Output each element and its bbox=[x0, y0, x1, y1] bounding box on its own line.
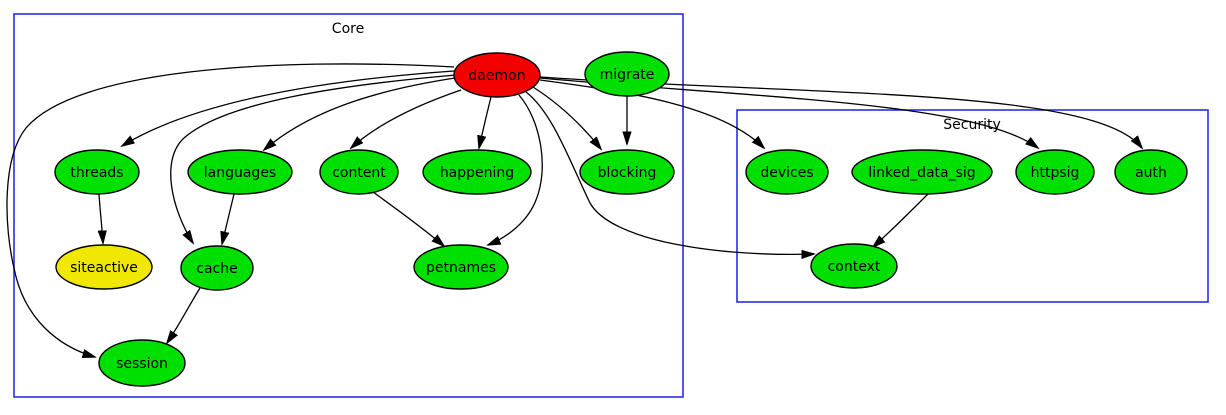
cluster-core-label: Core bbox=[332, 21, 364, 37]
node-linked_data_sig: linked_data_sig bbox=[851, 149, 993, 195]
node-daemon-label: daemon bbox=[468, 68, 525, 84]
node-cache-label: cache bbox=[196, 261, 237, 277]
node-happening-label: happening bbox=[440, 165, 514, 181]
node-daemon: daemon bbox=[453, 52, 541, 98]
node-auth: auth bbox=[1114, 149, 1188, 195]
node-content: content bbox=[319, 149, 399, 195]
node-happening-ellipse bbox=[422, 149, 532, 195]
cluster-core-border bbox=[13, 13, 684, 398]
node-context-label: context bbox=[828, 259, 881, 275]
node-migrate-ellipse bbox=[584, 51, 670, 97]
node-context-ellipse bbox=[810, 243, 898, 289]
edge-daemon-to-context bbox=[525, 91, 814, 254]
node-threads-label: threads bbox=[70, 165, 123, 181]
node-session: session bbox=[98, 339, 186, 387]
node-languages-label: languages bbox=[204, 165, 276, 181]
node-blocking: blocking bbox=[579, 149, 675, 195]
edge-daemon-to-cache bbox=[170, 74, 457, 243]
node-devices-ellipse bbox=[745, 149, 829, 195]
node-petnames-label: petnames bbox=[426, 260, 496, 276]
node-httpsig-ellipse bbox=[1015, 149, 1095, 195]
node-threads-ellipse bbox=[54, 149, 140, 195]
node-cache-ellipse bbox=[180, 245, 254, 291]
cluster-security-border bbox=[736, 109, 1209, 303]
edge-languages-to-cache bbox=[222, 193, 235, 244]
node-petnames-ellipse bbox=[413, 244, 509, 290]
cluster-core: Core bbox=[13, 13, 684, 398]
node-httpsig: httpsig bbox=[1015, 149, 1095, 195]
edge-daemon-to-petnames bbox=[488, 94, 543, 245]
edge-daemon-to-devices bbox=[539, 79, 764, 148]
edge-linked_data_sig-to-context bbox=[873, 193, 929, 247]
edge-daemon-to-session bbox=[6, 63, 455, 357]
edge-threads-to-siteactive bbox=[99, 193, 103, 243]
node-session-label: session bbox=[116, 356, 168, 372]
node-happening: happening bbox=[422, 149, 532, 195]
node-blocking-label: blocking bbox=[598, 165, 657, 181]
edge-content-to-petnames bbox=[372, 191, 444, 246]
node-linked_data_sig-label: linked_data_sig bbox=[868, 165, 975, 181]
node-siteactive-ellipse bbox=[55, 244, 153, 290]
node-blocking-ellipse bbox=[579, 149, 675, 195]
node-petnames: petnames bbox=[413, 244, 509, 290]
node-auth-label: auth bbox=[1135, 165, 1167, 181]
node-session-ellipse bbox=[98, 339, 186, 387]
cluster-security-label: Security bbox=[943, 117, 1001, 133]
edge-daemon-to-content bbox=[351, 89, 462, 148]
node-httpsig-label: httpsig bbox=[1031, 165, 1080, 181]
edge-daemon-to-languages bbox=[264, 77, 456, 150]
node-linked_data_sig-ellipse bbox=[851, 149, 993, 195]
node-siteactive: siteactive bbox=[55, 244, 153, 290]
node-languages-ellipse bbox=[187, 149, 293, 195]
edge-daemon-to-happening bbox=[479, 96, 492, 148]
node-siteactive-label: siteactive bbox=[70, 260, 138, 276]
node-daemon-ellipse bbox=[453, 52, 541, 98]
node-devices-label: devices bbox=[760, 165, 813, 181]
edge-daemon-to-threads bbox=[122, 70, 455, 146]
node-auth-ellipse bbox=[1114, 149, 1188, 195]
node-content-ellipse bbox=[319, 149, 399, 195]
node-context: context bbox=[810, 243, 898, 289]
edge-daemon-to-blocking bbox=[532, 86, 601, 149]
node-migrate-label: migrate bbox=[600, 67, 655, 83]
node-content-label: content bbox=[332, 165, 386, 181]
node-migrate: migrate bbox=[584, 51, 670, 97]
cluster-security: Security bbox=[736, 109, 1209, 303]
node-cache: cache bbox=[180, 245, 254, 291]
node-devices: devices bbox=[745, 149, 829, 195]
node-threads: threads bbox=[54, 149, 140, 195]
node-languages: languages bbox=[187, 149, 293, 195]
edge-cache-to-session bbox=[167, 287, 201, 343]
